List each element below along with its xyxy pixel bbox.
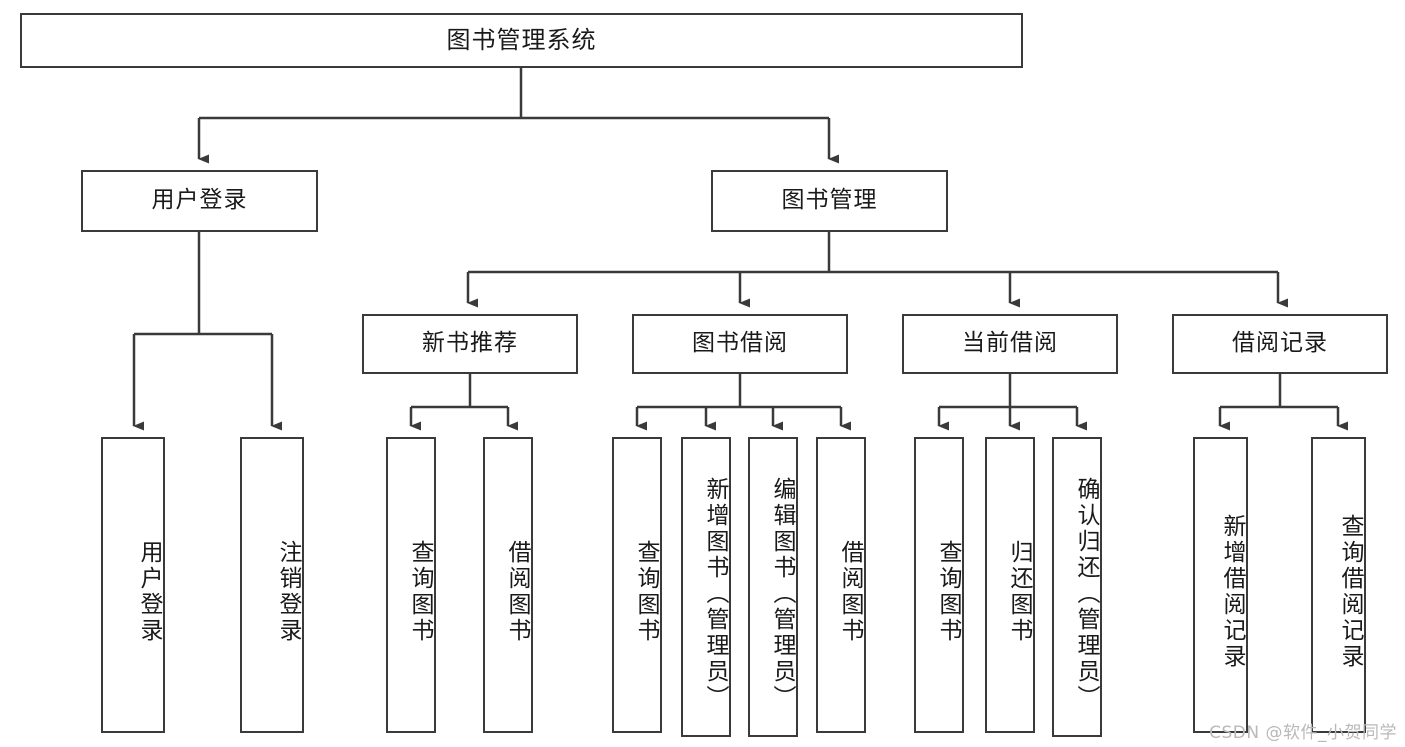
node-level2-1[interactable]: 用户登录	[81, 170, 318, 232]
node-label: 新增借阅记录	[1219, 514, 1245, 670]
watermark-label: CSDN @软件_小贺同学	[1209, 723, 1397, 743]
node-leaf-12[interactable]: 新增借阅记录	[1193, 437, 1248, 733]
node-label: 新增图书（管理员）	[702, 477, 728, 711]
node-label: 查询借阅记录	[1337, 514, 1363, 670]
node-leaf-11[interactable]: 确认归还（管理员）	[1052, 437, 1102, 737]
node-level3-4[interactable]: 借阅记录	[1172, 314, 1388, 374]
node-label: 新书推荐	[422, 330, 518, 357]
node-root[interactable]: 图书管理系统	[20, 13, 1023, 68]
node-label: 当前借阅	[962, 330, 1058, 357]
node-leaf-3[interactable]: 查询图书	[386, 437, 436, 733]
node-level3-3[interactable]: 当前借阅	[902, 314, 1118, 374]
node-level3-2[interactable]: 图书借阅	[632, 314, 848, 374]
node-leaf-4[interactable]: 借阅图书	[483, 437, 533, 733]
node-label: 借阅记录	[1232, 330, 1328, 357]
node-label: 用户登录	[151, 187, 248, 214]
node-label: 借阅图书	[837, 540, 863, 644]
node-label: 查询图书	[935, 540, 961, 644]
node-label: 图书管理	[781, 187, 878, 214]
node-label: 用户登录	[136, 540, 162, 644]
node-label: 归还图书	[1006, 540, 1032, 644]
node-leaf-2[interactable]: 注销登录	[240, 437, 304, 733]
node-leaf-5[interactable]: 查询图书	[612, 437, 662, 733]
node-label: 编辑图书（管理员）	[769, 477, 795, 711]
node-level3-1[interactable]: 新书推荐	[362, 314, 578, 374]
node-level2-2[interactable]: 图书管理	[711, 170, 948, 232]
node-leaf-10[interactable]: 归还图书	[985, 437, 1035, 733]
node-label: 图书借阅	[692, 330, 788, 357]
node-label: 借阅图书	[504, 540, 530, 644]
node-leaf-7[interactable]: 编辑图书（管理员）	[748, 437, 798, 737]
node-leaf-1[interactable]: 用户登录	[101, 437, 165, 733]
node-leaf-13[interactable]: 查询借阅记录	[1311, 437, 1366, 733]
node-leaf-9[interactable]: 查询图书	[914, 437, 964, 733]
node-label: 查询图书	[407, 540, 433, 644]
node-leaf-6[interactable]: 新增图书（管理员）	[681, 437, 731, 737]
node-leaf-8[interactable]: 借阅图书	[816, 437, 866, 733]
node-label: 查询图书	[633, 540, 659, 644]
node-label: 注销登录	[275, 540, 301, 644]
node-label: 确认归还（管理员）	[1073, 477, 1099, 711]
